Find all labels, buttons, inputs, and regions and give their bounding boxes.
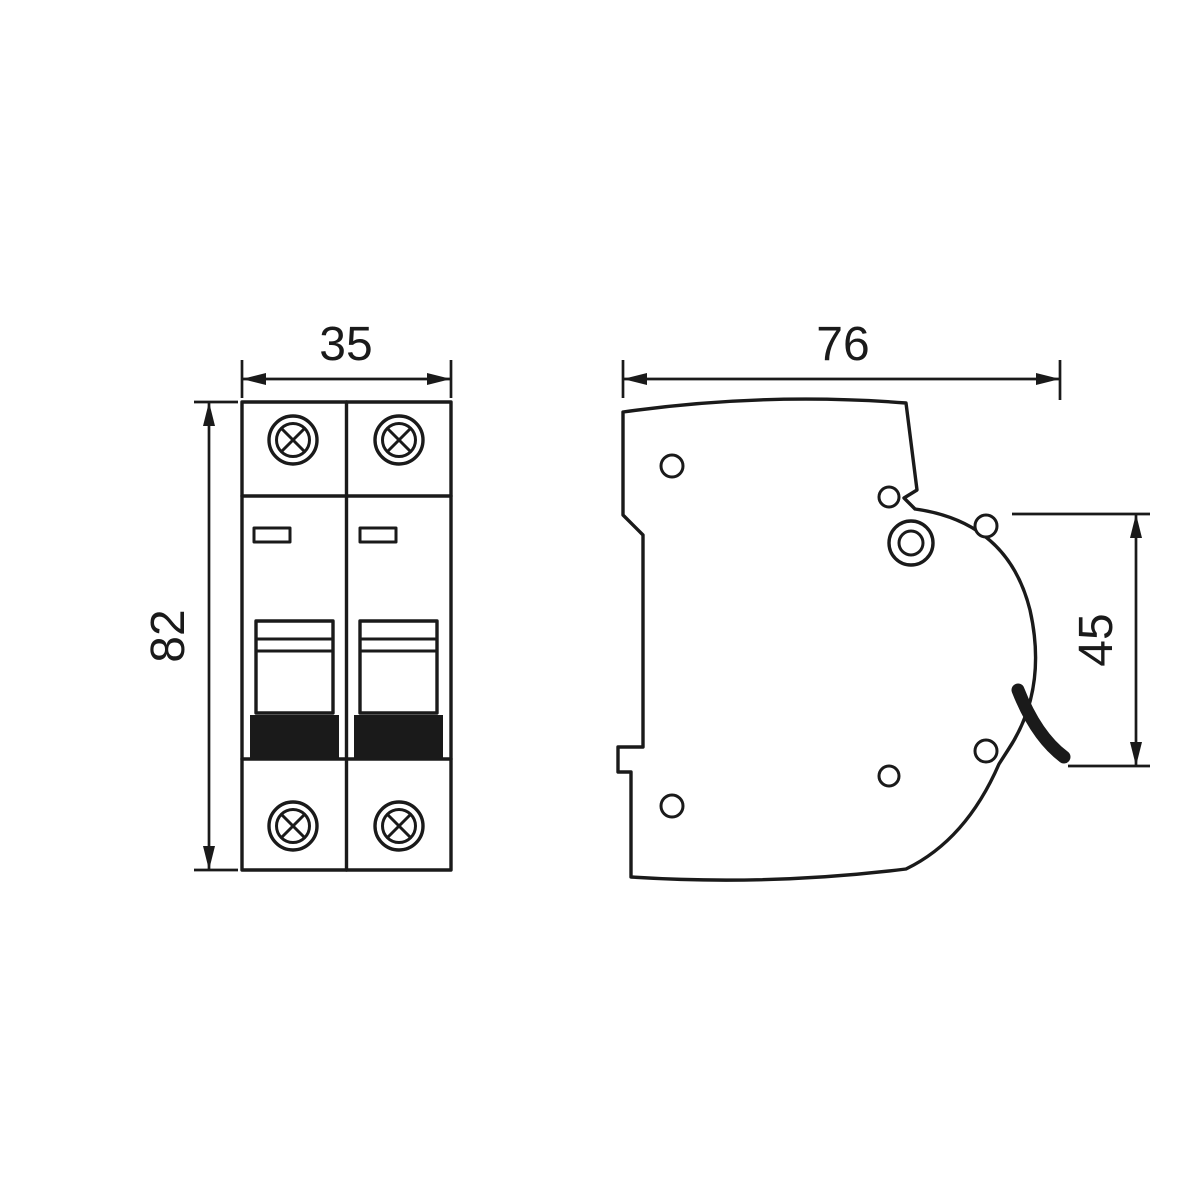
pivot-rivet-icon [887, 519, 935, 567]
dim-front-height: 82 [142, 400, 238, 872]
rivet-hole [973, 513, 999, 539]
handle-base-band [354, 715, 443, 758]
side-width-dim-label: 76 [816, 318, 869, 371]
front-view [240, 400, 453, 872]
dim-side-height: 45 [1012, 512, 1150, 768]
terminal-screw-icon [373, 414, 425, 466]
rivet-hole [877, 764, 901, 788]
rivet-hole [659, 793, 685, 819]
screw-outer-circle [373, 414, 425, 466]
arrowhead-up-icon [1130, 514, 1142, 538]
arrowhead-down-icon [203, 846, 215, 870]
screw-inner-circle [381, 422, 417, 458]
screw-outer-circle [267, 414, 319, 466]
toggle-handle-right [354, 619, 443, 758]
handle-outline [358, 619, 439, 715]
side-view [616, 397, 1071, 882]
screw-cross-line [280, 813, 306, 839]
screw-inner-circle [381, 808, 417, 844]
terminal-screw-icon [267, 414, 319, 466]
terminal-screw-icon [267, 800, 319, 852]
marking-window [358, 526, 398, 544]
dim-side-width: 76 [621, 318, 1062, 400]
toggle-handle-left [250, 619, 339, 758]
front-width-dim-label: 35 [319, 318, 372, 371]
pivot-inner-circle [897, 529, 925, 557]
screw-inner-circle [275, 422, 311, 458]
pivot-outer-circle [887, 519, 935, 567]
arrowhead-right-icon [427, 373, 451, 385]
dim-front-width: 35 [240, 318, 453, 398]
side-height-dim-label: 45 [1070, 613, 1123, 666]
screw-cross-line [386, 813, 412, 839]
screw-outer-circle [267, 800, 319, 852]
switch-lever [1011, 683, 1071, 764]
rivet-hole [877, 485, 901, 509]
arrowhead-left-icon [623, 373, 647, 385]
screw-inner-circle [275, 808, 311, 844]
rivet-hole [659, 453, 685, 479]
terminal-screw-icon [373, 800, 425, 852]
screw-cross-line [386, 427, 412, 453]
arrowhead-down-icon [1130, 742, 1142, 766]
front-height-dim-label: 82 [142, 609, 195, 662]
screw-cross-line [280, 427, 306, 453]
arrowhead-left-icon [242, 373, 266, 385]
screw-outer-circle [373, 800, 425, 852]
rivet-hole [973, 738, 999, 764]
arrowhead-right-icon [1036, 373, 1060, 385]
marking-window [252, 526, 292, 544]
arrowhead-up-icon [203, 402, 215, 426]
handle-base-band [250, 715, 339, 758]
handle-outline [254, 619, 335, 715]
